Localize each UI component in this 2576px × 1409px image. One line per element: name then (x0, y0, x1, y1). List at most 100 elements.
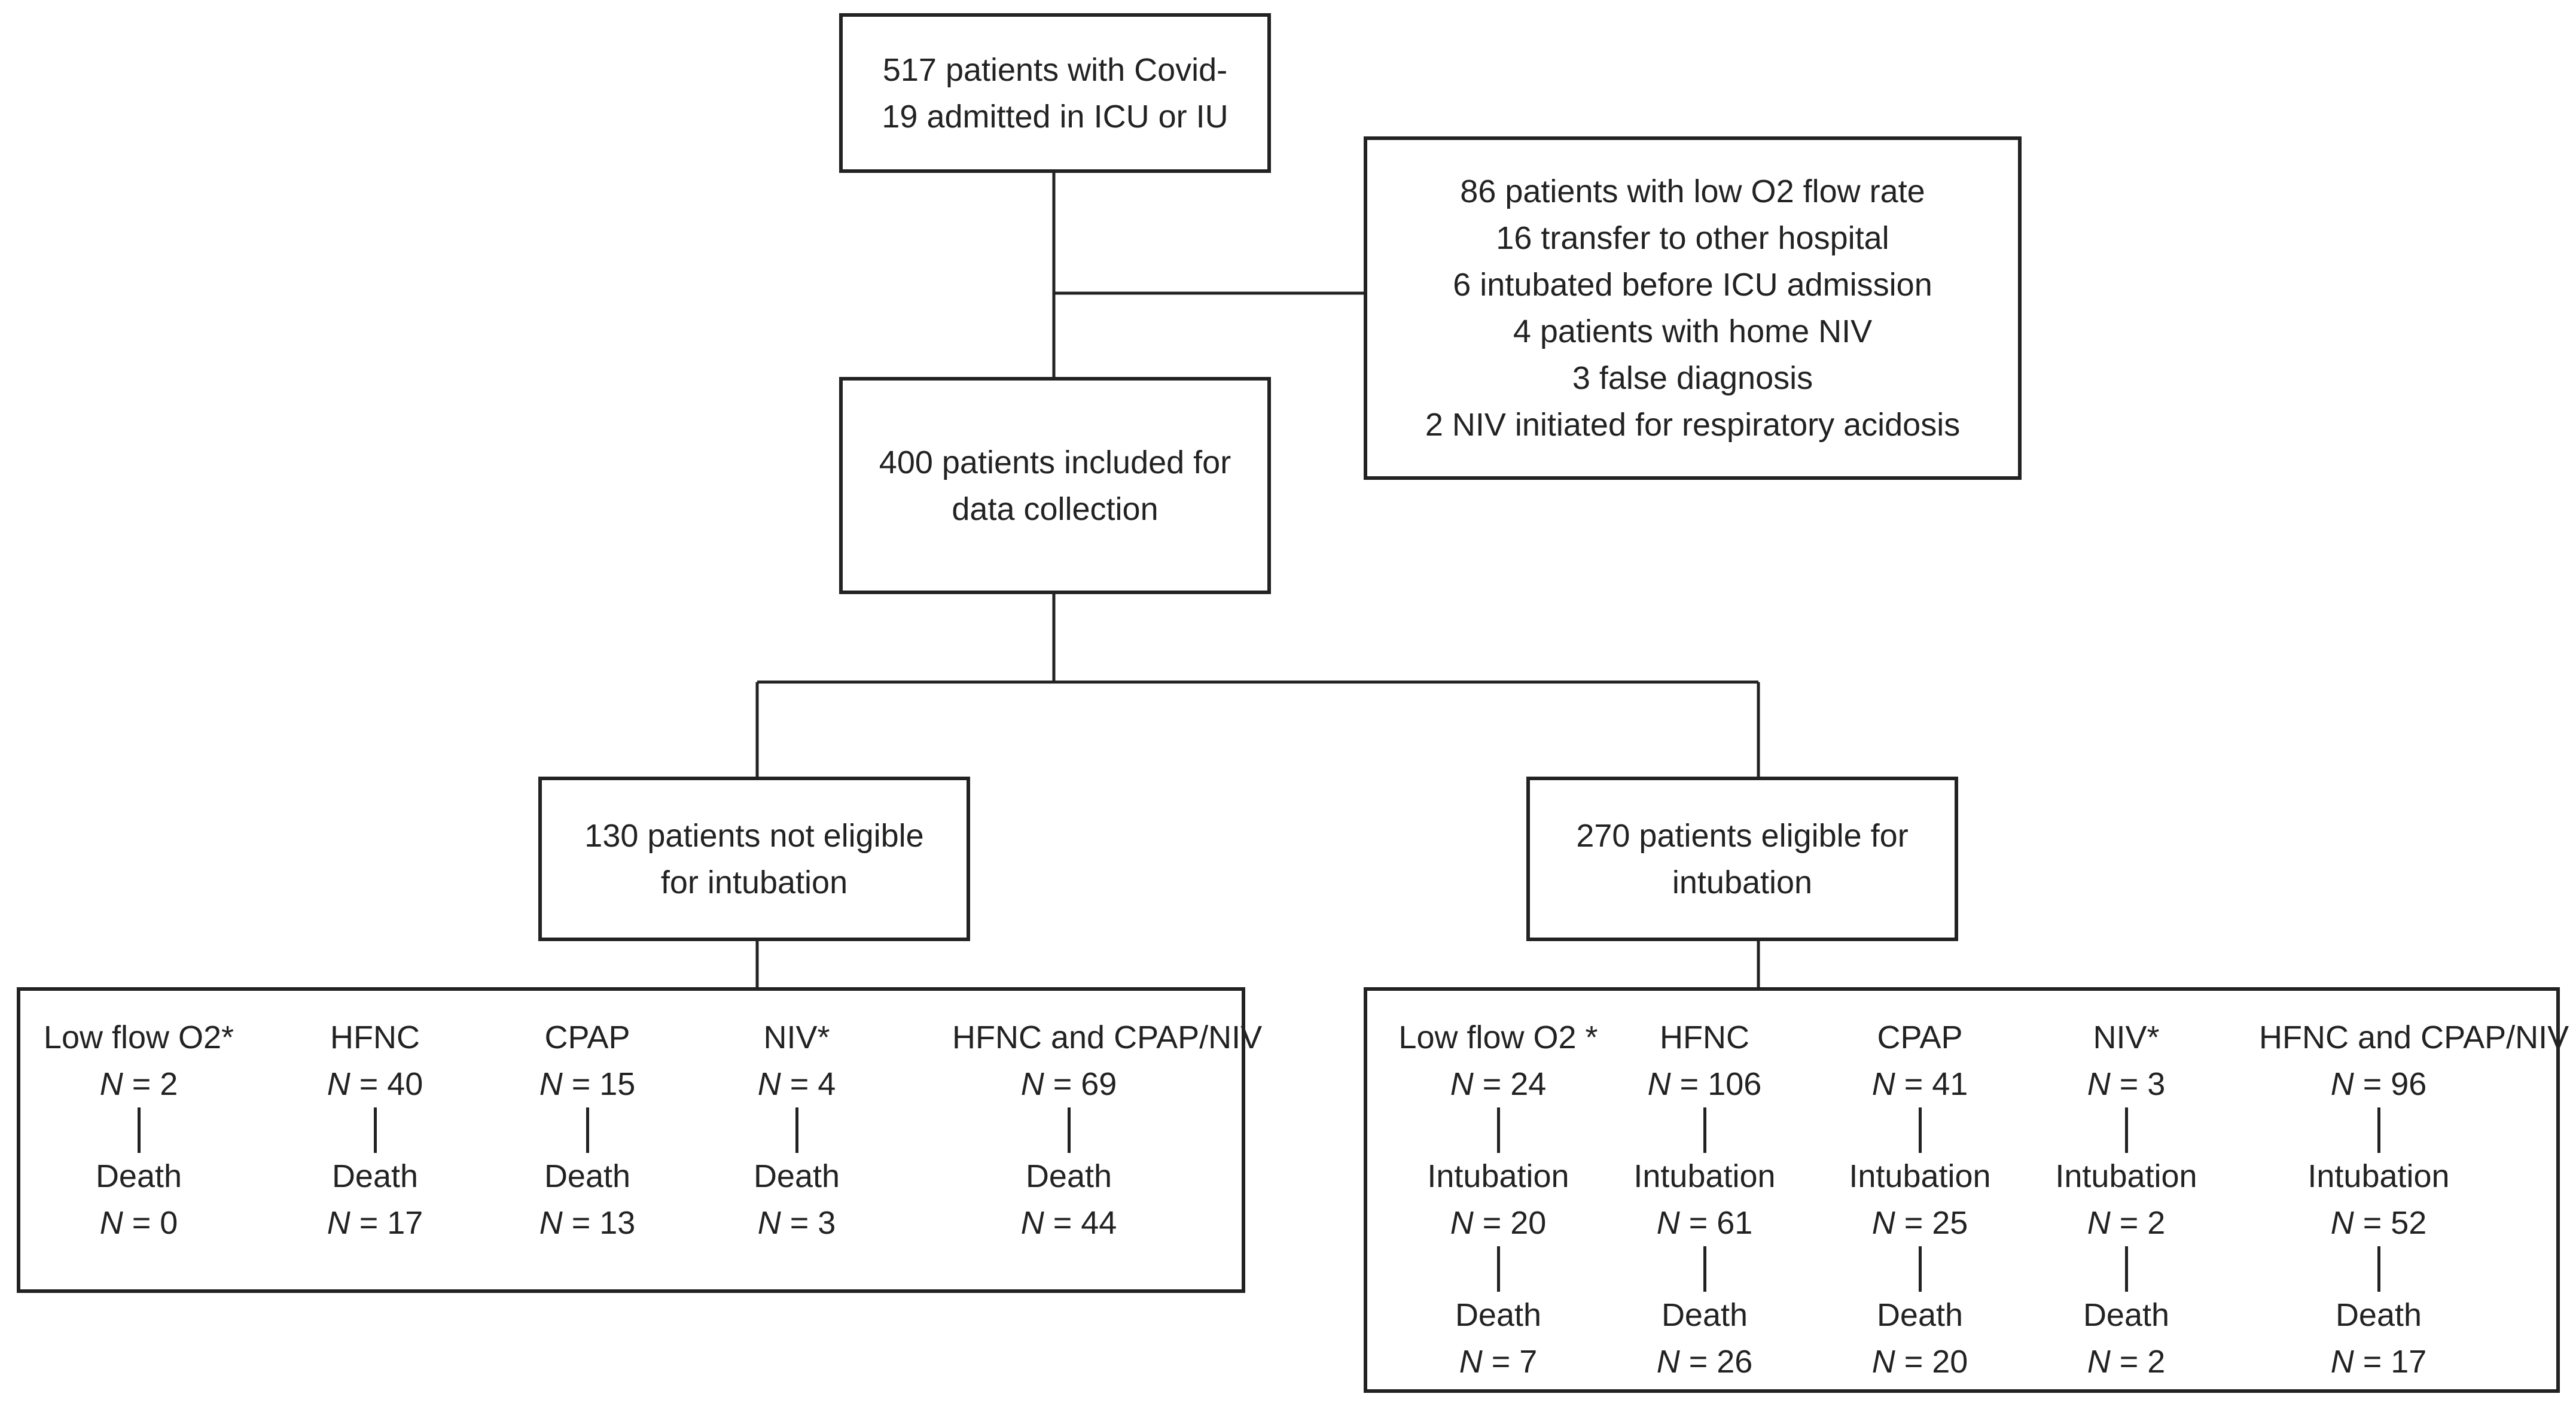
count-prefix: N (2087, 1066, 2111, 1102)
group-low-flow-o2: Low flow O2 * N = 24 Intubation N = 20 D… (1385, 1014, 1612, 1385)
intubation-count: N = 61 (1591, 1200, 1818, 1246)
tick-connector (1918, 1246, 1922, 1292)
count-value: 40 (387, 1066, 423, 1102)
box-line: 270 patients eligible for (1576, 817, 1909, 854)
count-value: 96 (2391, 1066, 2427, 1102)
death-count: N = 20 (1806, 1338, 2034, 1385)
count-separator: = (350, 1066, 388, 1102)
tick-connector (2377, 1246, 2380, 1292)
box-line: 400 patients included for (879, 444, 1231, 480)
count-separator: = (350, 1205, 388, 1241)
count-separator: = (2110, 1066, 2148, 1102)
group-hfnc: HFNC N = 106 Intubation N = 61 Death N =… (1591, 1014, 1818, 1385)
count-separator: = (781, 1066, 818, 1102)
count-separator: = (562, 1066, 600, 1102)
group-hfnc: HFNC N = 40 Death N = 17 (261, 1014, 489, 1246)
group-low-flow-o2: Low flow O2* N = 2 Death N = 0 (25, 1014, 252, 1246)
count-prefix: N (757, 1066, 781, 1102)
death-label: Death (2335, 1297, 2422, 1333)
box-line: data collection (952, 491, 1159, 527)
count-prefix: N (1647, 1066, 1671, 1102)
count-prefix: N (1656, 1205, 1680, 1241)
group-label: NIV* (2093, 1020, 2160, 1055)
count-value: 52 (2391, 1205, 2427, 1241)
group-cpap: CPAP N = 15 Death N = 13 (474, 1014, 701, 1246)
count-prefix: N (2330, 1205, 2354, 1241)
tick-connector (2124, 1107, 2128, 1153)
count-value: 26 (1717, 1344, 1753, 1380)
tick-connector (373, 1107, 377, 1153)
box-line: intubation (1672, 864, 1813, 900)
group-count: N = 69 (952, 1061, 1185, 1107)
count-separator: = (2110, 1344, 2148, 1380)
box-line: 3 false diagnosis (1572, 360, 1813, 396)
box-line: 2 NIV initiated for respiratory acidosis (1425, 407, 1961, 443)
count-separator: = (123, 1205, 160, 1241)
count-value: 106 (1708, 1066, 1762, 1102)
outcome-count: N = 17 (261, 1200, 489, 1246)
count-separator: = (1044, 1205, 1081, 1241)
intubation-label: Intubation (1427, 1158, 1569, 1194)
tick-connector (2124, 1246, 2128, 1292)
tick-connector (1703, 1107, 1706, 1153)
group-hfnc-and-cpap-niv: HFNC and CPAP/NIV N = 69 Death N = 44 (952, 1014, 1263, 1246)
group-label: Low flow O2* (43, 1020, 234, 1055)
count-value: 41 (1932, 1066, 1968, 1102)
death-label: Death (1661, 1297, 1748, 1333)
box-admitted-patients: 517 patients with Covid- 19 admitted in … (839, 13, 1271, 173)
count-prefix: N (99, 1066, 123, 1102)
count-prefix: N (2087, 1344, 2111, 1380)
count-value: 61 (1717, 1205, 1753, 1241)
count-value: 20 (1932, 1344, 1968, 1380)
tick-connector (1496, 1107, 1500, 1153)
intubation-count: N = 52 (2259, 1200, 2498, 1246)
count-separator: = (2354, 1205, 2391, 1241)
group-count: N = 3 (2013, 1061, 2240, 1107)
group-label: HFNC and CPAP/NIV (952, 1020, 1263, 1055)
count-value: 69 (1081, 1066, 1117, 1102)
count-value: 25 (1932, 1205, 1968, 1241)
group-niv: NIV* N = 4 Death N = 3 (683, 1014, 910, 1246)
box-line: 517 patients with Covid- (882, 51, 1228, 88)
box-line: for intubation (660, 864, 848, 900)
death-count: N = 2 (2013, 1338, 2240, 1385)
count-prefix: N (1871, 1066, 1895, 1102)
intubation-count: N = 2 (2013, 1200, 2240, 1246)
death-count: N = 17 (2259, 1338, 2498, 1385)
outcome-label: Death (753, 1158, 840, 1194)
count-prefix: N (2330, 1344, 2354, 1380)
death-label: Death (2083, 1297, 2170, 1333)
tick-connector (137, 1107, 141, 1153)
box-line: 130 patients not eligible (584, 817, 924, 854)
count-separator: = (1679, 1344, 1717, 1380)
count-prefix: N (1871, 1205, 1895, 1241)
count-prefix: N (1450, 1066, 1474, 1102)
outcome-label: Death (95, 1158, 182, 1194)
count-separator: = (1895, 1066, 1932, 1102)
tick-connector (1918, 1107, 1922, 1153)
tick-connector (2377, 1107, 2380, 1153)
count-separator: = (1473, 1066, 1511, 1102)
intubation-label: Intubation (1849, 1158, 1991, 1194)
count-prefix: N (539, 1066, 563, 1102)
count-prefix: N (1871, 1344, 1895, 1380)
count-separator: = (2110, 1205, 2148, 1241)
count-value: 2 (2147, 1344, 2166, 1380)
group-count: N = 15 (474, 1061, 701, 1107)
count-prefix: N (757, 1205, 781, 1241)
group-count: N = 106 (1591, 1061, 1818, 1107)
count-value: 0 (160, 1205, 178, 1241)
death-count: N = 26 (1591, 1338, 1818, 1385)
box-line: 6 intubated before ICU admission (1453, 267, 1932, 303)
box-excluded-patients: 86 patients with low O2 flow rate 16 tra… (1364, 136, 2022, 480)
group-count: N = 40 (261, 1061, 489, 1107)
box-not-eligible-groups (17, 987, 1245, 1293)
group-niv: NIV* N = 3 Intubation N = 2 Death N = 2 (2013, 1014, 2240, 1385)
count-value: 15 (599, 1066, 636, 1102)
outcome-count: N = 44 (952, 1200, 1185, 1246)
count-prefix: N (99, 1205, 123, 1241)
group-label: HFNC (330, 1020, 420, 1055)
outcome-label: Death (544, 1158, 631, 1194)
